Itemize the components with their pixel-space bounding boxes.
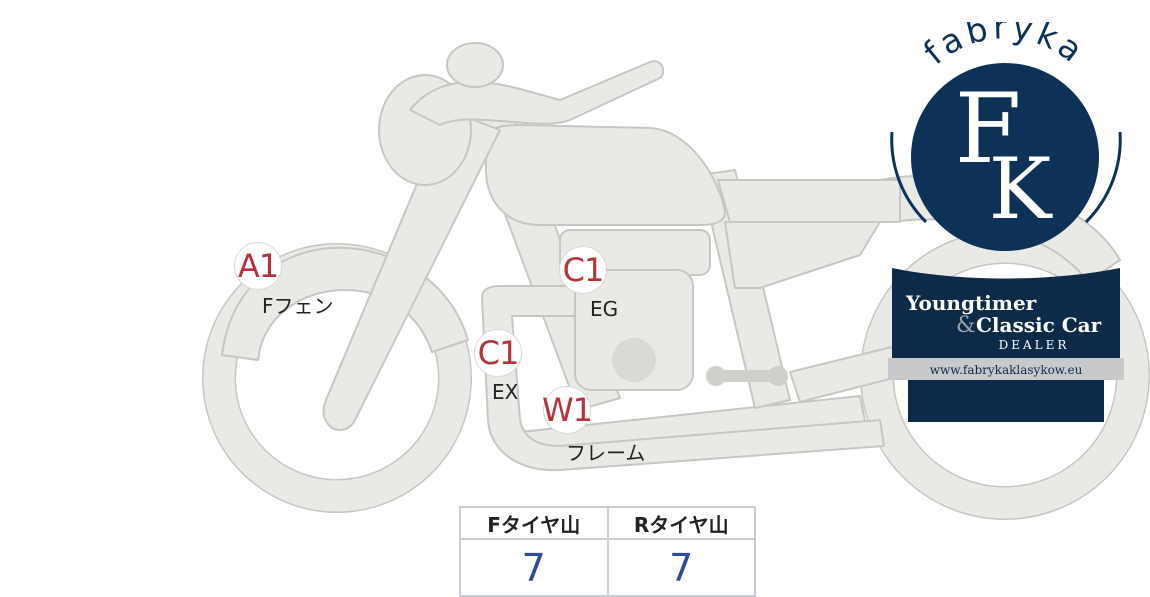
rear-tread-header: Rタイヤ山 xyxy=(606,506,756,540)
footpeg xyxy=(708,370,788,382)
logo-banner xyxy=(892,268,1120,358)
marker-c1-ex-label: EX xyxy=(492,380,519,404)
seat xyxy=(717,179,901,223)
logo-monogram-f: F xyxy=(955,73,1022,185)
marker-c1-eg-label: EG xyxy=(590,297,619,321)
marker-c1-ex-code: C1 xyxy=(477,334,520,372)
logo-banner-line1: Youngtimer xyxy=(905,291,1037,315)
engine-block xyxy=(574,269,694,391)
marker-c1-eg[interactable]: C1 xyxy=(559,246,607,294)
marker-a1-code: A1 xyxy=(237,247,279,285)
logo-banner-amp: & xyxy=(956,313,976,338)
rear-tread-value: 7 xyxy=(606,538,756,597)
marker-c1-ex[interactable]: C1 xyxy=(474,329,522,377)
logo-banner-tail xyxy=(908,380,1104,422)
engine-cover xyxy=(612,338,656,382)
marker-w1-code: W1 xyxy=(542,391,593,429)
logo-url: www.fabrykaklasykow.eu xyxy=(930,363,1083,377)
marker-a1-label: Fフェン xyxy=(262,294,334,318)
logo-banner-line3: DEALER xyxy=(999,338,1070,352)
mirror xyxy=(446,42,504,88)
marker-c1-eg-code: C1 xyxy=(562,251,605,289)
tire-tread-table: Fタイヤ山 Rタイヤ山 7 7 xyxy=(459,506,756,597)
side-panel xyxy=(724,221,881,289)
front-fork xyxy=(322,109,501,431)
dealer-logo: fabryka F K KLASYKÓW Youngtimer & Classi… xyxy=(888,22,1124,422)
logo-monogram-k: K xyxy=(989,140,1054,238)
marker-a1[interactable]: A1 xyxy=(234,242,282,290)
logo-circle xyxy=(911,63,1099,251)
front-tread-header: Fタイヤ山 xyxy=(459,506,609,540)
fuel-tank xyxy=(485,124,726,226)
front-tread-value: 7 xyxy=(459,538,609,597)
logo-url-strip xyxy=(888,358,1124,380)
exhaust-pipe xyxy=(481,285,885,472)
marker-w1-label: フレーム xyxy=(566,441,646,465)
marker-w1[interactable]: W1 xyxy=(542,386,593,434)
logo-banner-line2: Classic Car xyxy=(976,313,1102,337)
